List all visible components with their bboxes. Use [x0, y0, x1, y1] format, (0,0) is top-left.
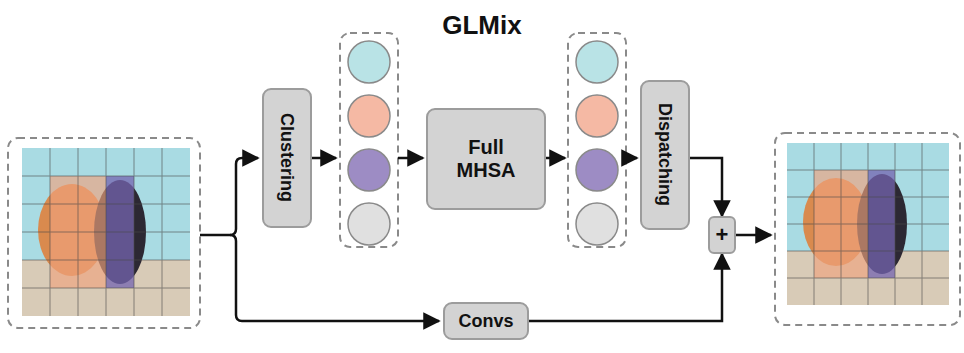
token-group [340, 33, 398, 247]
sum-operator: + [708, 216, 736, 254]
process-box: Clustering [262, 88, 312, 228]
process-box: Convs [443, 302, 529, 340]
node-label: + [716, 222, 729, 247]
flow-connector [690, 158, 722, 216]
node-label: Dispatching [655, 103, 676, 206]
node-label: Convs [458, 311, 513, 332]
process-box: Full MHSA [426, 108, 546, 210]
process-box: Dispatching [640, 80, 690, 230]
node-label: Clustering [277, 113, 298, 202]
flow-connector [529, 254, 722, 321]
output-image [787, 143, 949, 305]
node-label: Full MHSA [446, 136, 526, 182]
diagram-title: GLMix [0, 10, 964, 41]
token-group [568, 33, 626, 247]
image-frame [8, 138, 200, 328]
image-frame [775, 133, 960, 325]
input-image [22, 148, 190, 316]
